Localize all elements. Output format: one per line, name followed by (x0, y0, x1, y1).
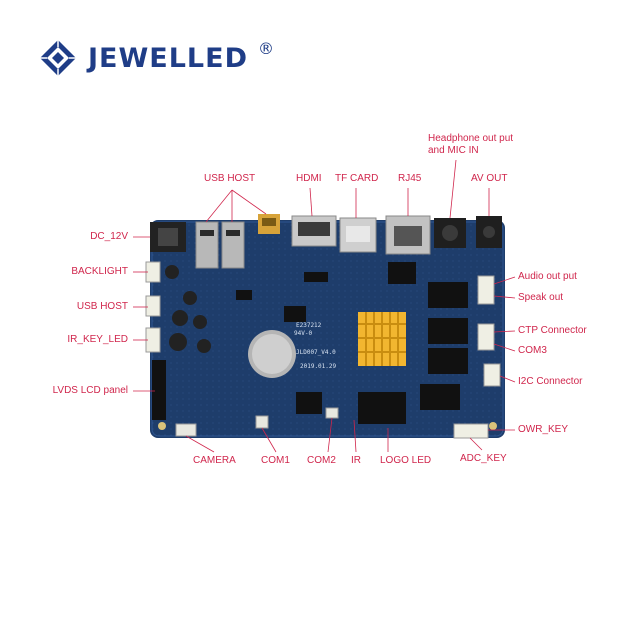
silkscreen-grade: 94V-0 (294, 330, 312, 337)
label-dc-12v: DC_12V (90, 231, 128, 242)
label-backlight: BACKLIGHT (71, 266, 128, 277)
label-ir-key-led: IR_KEY_LED (67, 334, 128, 345)
label-usb-host-top: USB HOST (204, 173, 256, 184)
label-com1: COM1 (261, 455, 290, 466)
diamond-logo-icon (40, 40, 76, 76)
label-lvds-lcd-panel: LVDS LCD panel (52, 385, 128, 396)
label-tf-card: TF CARD (335, 173, 379, 184)
label-hdmi: HDMI (296, 173, 322, 184)
registered-mark: ® (257, 38, 274, 58)
silkscreen-date: 2019.01.29 (300, 363, 337, 370)
silkscreen-ul: E237212 (296, 322, 322, 329)
label-headphone-line2: and MIC IN (428, 145, 479, 156)
label-com2: COM2 (307, 455, 336, 466)
label-av-out: AV OUT (471, 173, 508, 184)
label-com3: COM3 (518, 345, 547, 356)
rj45-port (385, 215, 431, 255)
left-connectors (145, 261, 166, 420)
brand-name: JEWELLED (88, 42, 248, 74)
label-i2c-connector: I2C Connector (518, 376, 583, 387)
brand-header: JEWELLED ® (38, 38, 274, 78)
label-audio-out-put: Audio out put (518, 271, 577, 282)
label-owr-key: OWR_KEY (518, 424, 569, 435)
label-speak-out: Speak out (518, 292, 564, 303)
dc-jack (150, 222, 186, 252)
usb-host-ports (195, 221, 245, 269)
label-rj45: RJ45 (398, 173, 422, 184)
headphone-jack (434, 218, 466, 248)
av-out-jack (476, 216, 502, 248)
tf-card-slot (339, 217, 377, 253)
label-camera: CAMERA (193, 455, 236, 466)
label-ctp-connector: CTP Connector (518, 325, 587, 336)
components (165, 262, 468, 437)
label-logo-led: LOGO LED (380, 455, 432, 466)
label-headphone-line1: Headphone out put (428, 133, 514, 144)
label-adc-key: ADC_KEY (460, 453, 507, 464)
label-usb-host-left: USB HOST (76, 301, 128, 312)
label-ir: IR (351, 455, 361, 466)
leader-lines (133, 159, 516, 453)
mini-usb-port (258, 214, 280, 234)
silkscreen-model: JLD007_V4.0 (296, 349, 336, 356)
hdmi-port (291, 215, 337, 247)
pcb-board (150, 220, 505, 438)
right-connectors (453, 275, 501, 439)
